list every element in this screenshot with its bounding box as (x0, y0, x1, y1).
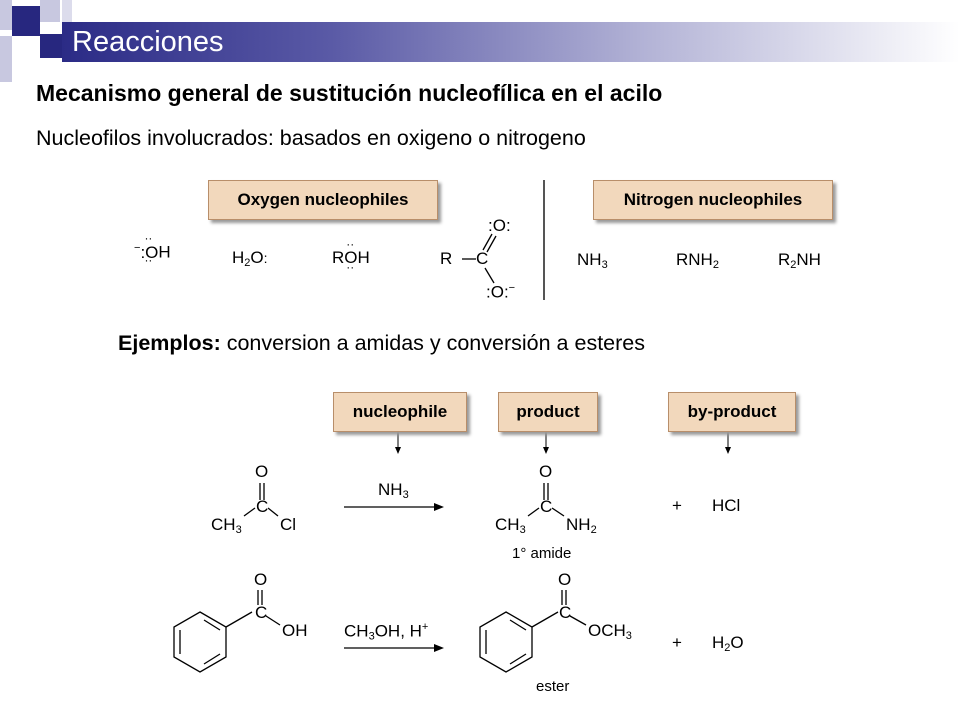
product-box: product (498, 392, 598, 432)
carboxylate-o-top: :O: (488, 216, 511, 235)
water: H2O: (232, 248, 268, 269)
slide-subtitle: Mecanismo general de sustitución nucleof… (36, 80, 663, 106)
slide-title: Reacciones (72, 26, 224, 58)
amide-o: O (539, 462, 553, 481)
hydroxide: −:····OH (134, 230, 171, 267)
acyl-chloride-o: O (255, 462, 269, 481)
alcohol: RO····H (332, 237, 370, 274)
benzoic-oh: OH (282, 621, 308, 640)
byproduct-hcl: HCl (712, 496, 741, 515)
carboxylate-c: C (476, 249, 489, 268)
ammonia: NH3 (577, 250, 608, 271)
byproduct-label: by-product (687, 402, 777, 421)
nitrogen-nucleophiles-label: Nitrogen nucleophiles (623, 190, 803, 209)
examples-body: conversion a amidas y conversión a ester… (220, 331, 645, 355)
corner-square (0, 0, 12, 30)
carboxylate-o-bottom: :O:− (486, 282, 516, 302)
amide-label: 1° amide (512, 545, 572, 562)
corner-square (62, 0, 72, 22)
nitrogen-nucleophiles-box: Nitrogen nucleophiles (593, 180, 833, 220)
byproduct-box: by-product (668, 392, 796, 432)
benzoic-c: C (255, 603, 268, 622)
oxygen-nucleophiles-label: Oxygen nucleophiles (237, 190, 409, 209)
secondary-amine: R2NH (778, 250, 821, 271)
oxygen-nucleophiles-box: Oxygen nucleophiles (208, 180, 438, 220)
examples-text: Ejemplos: conversion a amidas y conversi… (118, 331, 645, 356)
bond (486, 235, 497, 253)
examples-bold: Ejemplos: (118, 331, 221, 355)
nucleophile-box: nucleophile (333, 392, 467, 432)
amide-ch3: CH3 (495, 515, 526, 536)
acyl-chloride-ch3: CH3 (211, 515, 242, 536)
reagent-nh3: NH3 (378, 480, 409, 501)
corner-square (40, 0, 60, 22)
bond (484, 267, 495, 284)
intro-text: Nucleofilos involucrados: basados en oxi… (36, 126, 586, 150)
corner-square (12, 6, 40, 36)
plus-1: + (672, 496, 682, 515)
primary-amine: RNH2 (676, 250, 719, 271)
acyl-chloride-cl: Cl (280, 515, 297, 534)
bond (482, 233, 493, 251)
amide-nh2: NH2 (566, 515, 597, 536)
ester-och3: OCH3 (588, 621, 632, 642)
corner-square (0, 36, 12, 82)
byproduct-water: H2O (712, 633, 744, 654)
ester-c: C (559, 603, 572, 622)
ester-label: ester (536, 678, 570, 695)
reagent-methanol: CH3OH, H+ (344, 621, 429, 643)
carboxylate-r: R (440, 249, 453, 268)
benzene-ring (173, 611, 227, 673)
nucleophile-label: nucleophile (352, 402, 448, 421)
plus-2: + (672, 633, 682, 652)
benzoic-o: O (254, 570, 268, 589)
corner-square (40, 34, 62, 58)
product-label: product (516, 402, 580, 421)
title-bar (62, 22, 960, 62)
acyl-chloride-c: C (256, 497, 269, 516)
benzene-ring (479, 611, 533, 673)
ester-o: O (558, 570, 572, 589)
amide-c: C (540, 497, 553, 516)
